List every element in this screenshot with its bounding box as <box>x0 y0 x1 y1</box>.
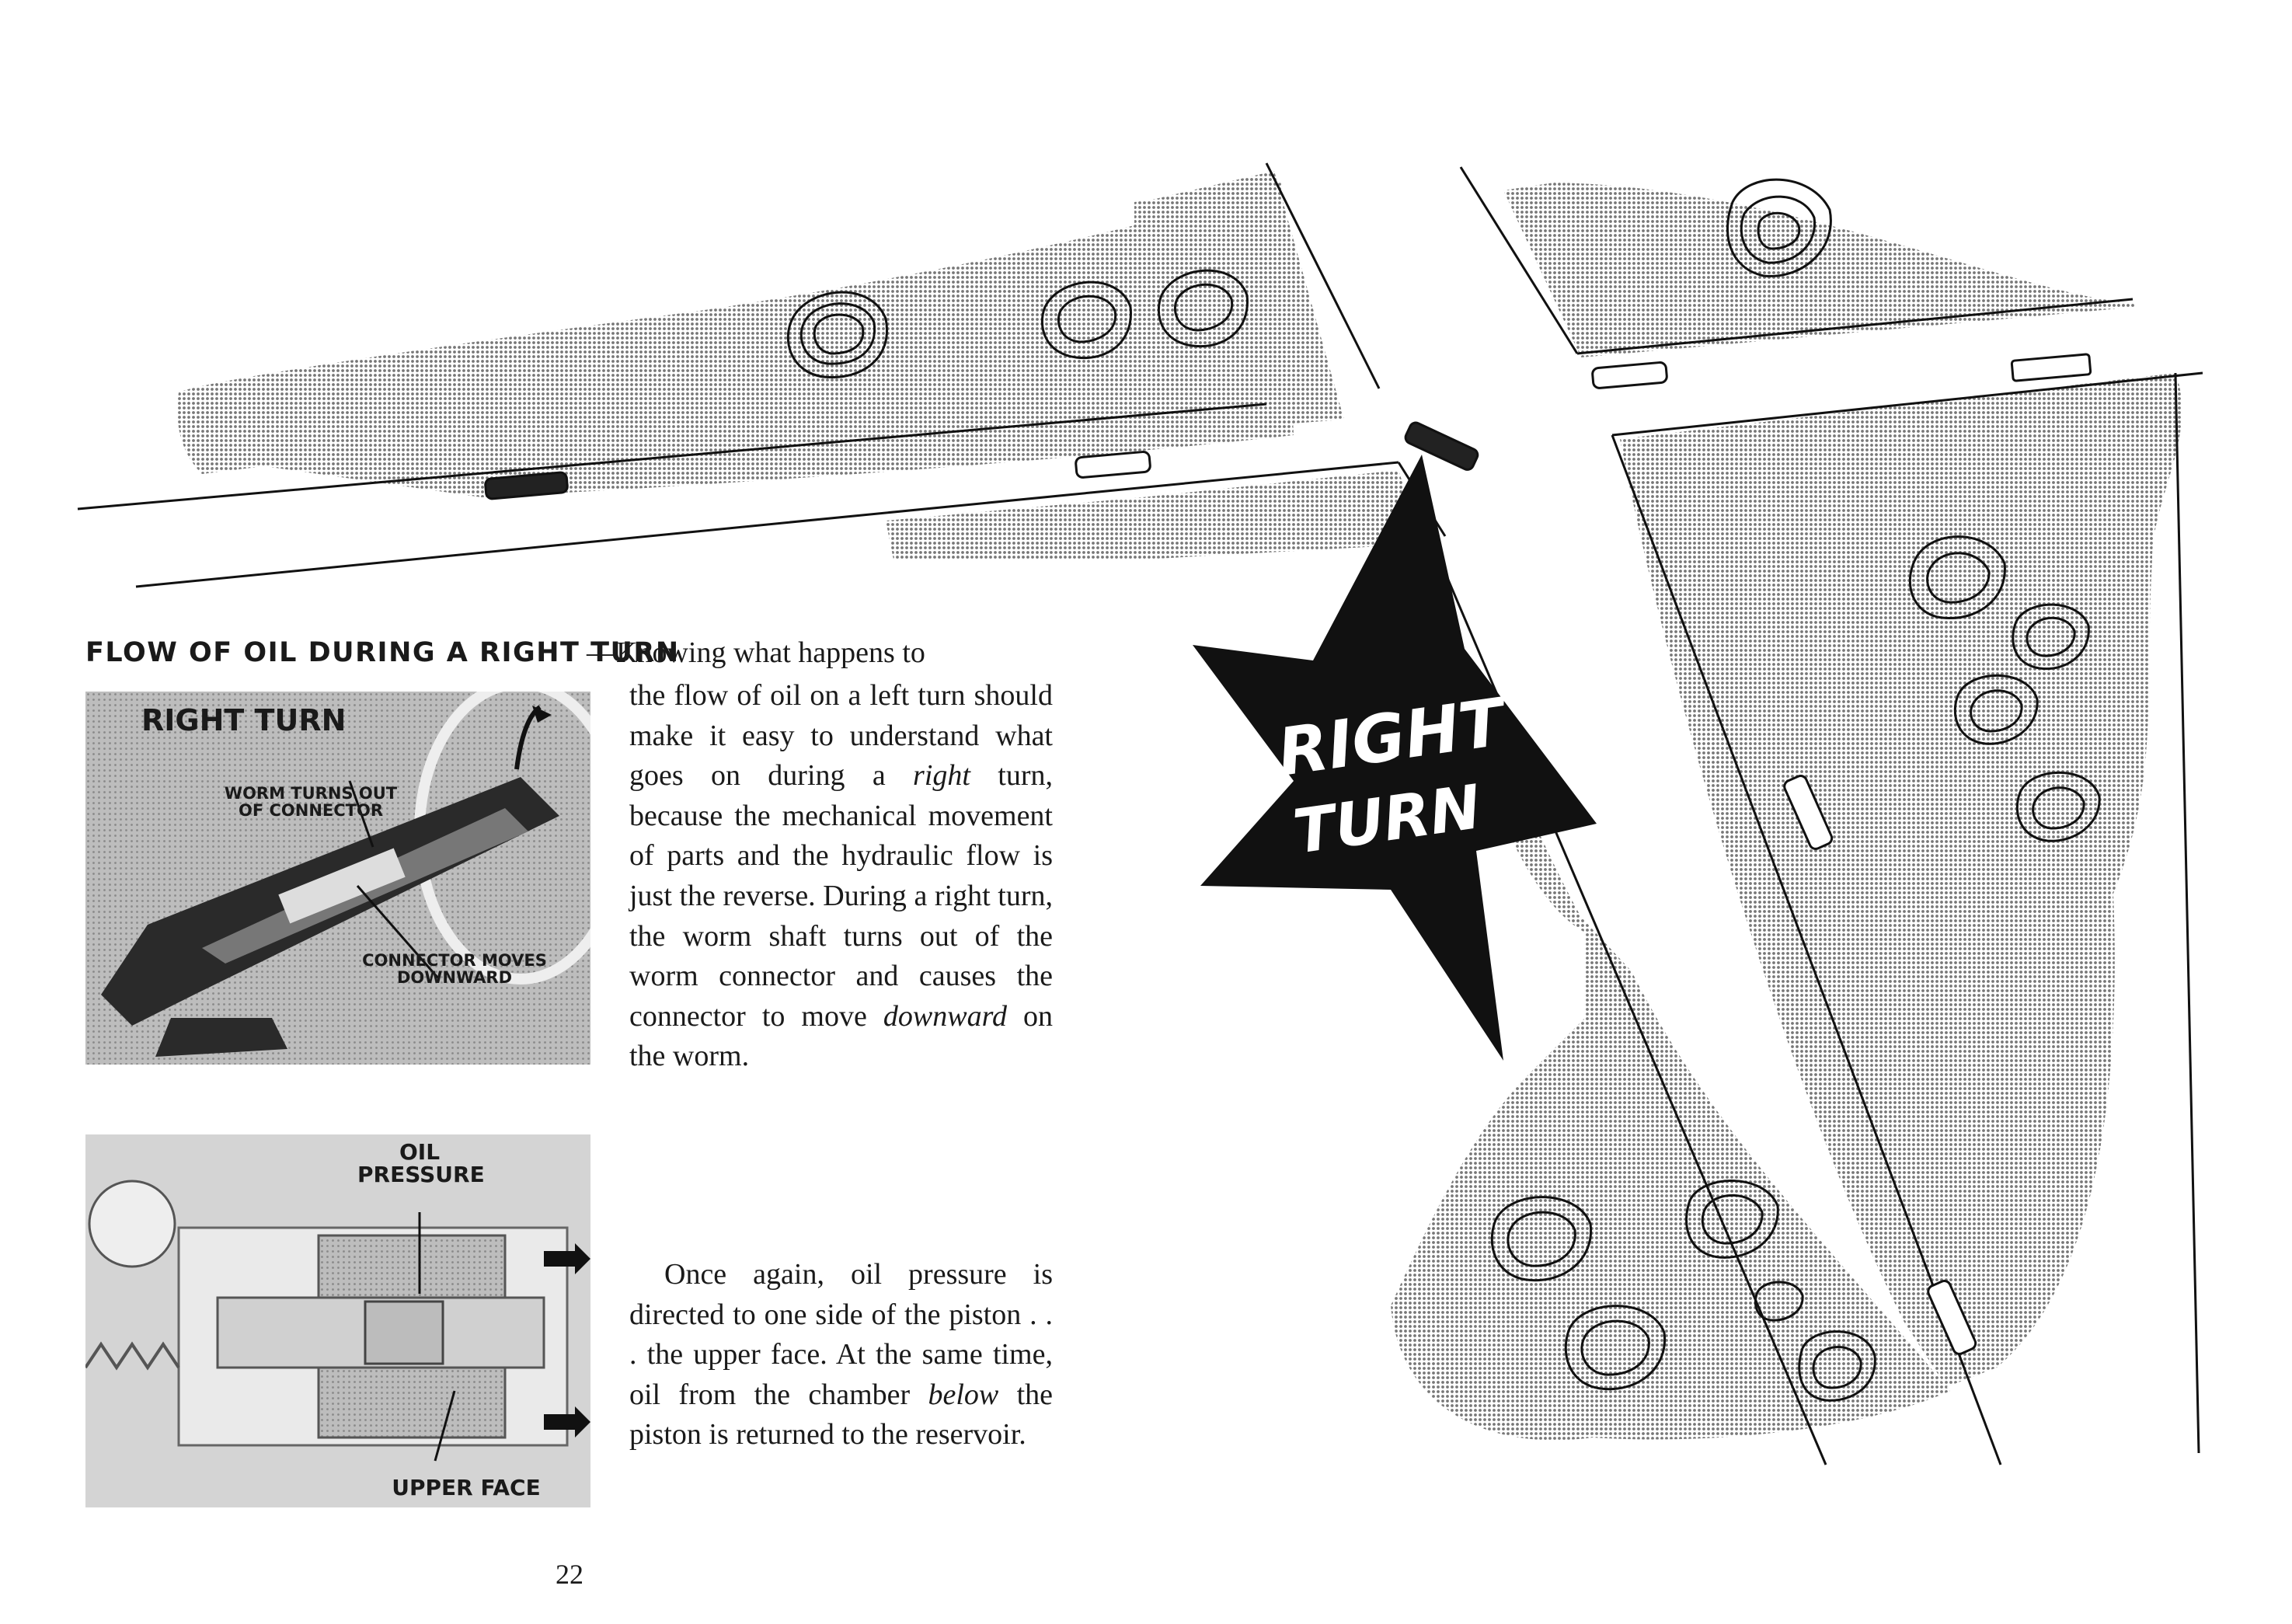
para2-text-a: Once again, oil pressure is directed to … <box>629 1258 1053 1411</box>
lawn-right <box>1620 373 2182 1387</box>
car <box>1075 451 1151 479</box>
lawn-top-middle <box>886 470 1422 559</box>
car <box>1927 1280 1977 1355</box>
para1-text-c: on the worm. <box>629 999 1053 1073</box>
para1-text-a: the flow of oil on a left turn should ma… <box>629 679 1053 793</box>
figure-oil-pressure-valve: OIL PRESSURE UPPER FACE <box>85 1134 590 1507</box>
label-worm-turns-out: WORM TURNS OUT OF CONNECTOR <box>224 784 398 821</box>
lawn-center-strip <box>1134 171 1344 435</box>
label-upper-face: UPPER FACE <box>392 1475 541 1500</box>
para2-text-b: the piston is returned to the reservoir. <box>629 1378 1053 1451</box>
section-heading: FLOW OF OIL DURING A RIGHT TURN <box>85 637 680 668</box>
right-turn-star: RIGHT TURN <box>1193 455 1597 1061</box>
truck <box>2010 353 2092 382</box>
car <box>1591 361 1668 389</box>
figure1-title: RIGHT TURN <box>141 703 347 737</box>
label-oil-pressure: OIL PRESSURE <box>357 1139 485 1188</box>
car <box>484 471 569 500</box>
paragraph-lead: —Knowing what happens to <box>587 636 925 669</box>
valve-cross-section <box>85 1134 590 1507</box>
steering-gear-drawing <box>85 692 590 1065</box>
figure-right-turn-steering: RIGHT TURN WORM TURNS OUT OF CONNECTOR C… <box>85 692 590 1065</box>
car <box>1404 421 1479 471</box>
paragraph-right-turn: the flow of oil on a left turn should ma… <box>629 676 1053 1077</box>
lawn-top-right <box>1503 183 2137 357</box>
paragraph-oil-pressure: Once again, oil pressure is directed to … <box>629 1255 1053 1455</box>
page-number: 22 <box>556 1559 583 1590</box>
label-connector-moves: CONNECTOR MOVES DOWNWARD <box>362 951 547 988</box>
cars <box>484 353 2092 1355</box>
para1-text-b: turn, because the mechanical movement of… <box>629 759 1053 1033</box>
car <box>1783 775 1834 850</box>
para2-emphasis-below: below <box>928 1378 999 1411</box>
trees <box>786 178 2101 1402</box>
lawn-top-left <box>177 183 1294 497</box>
para1-emphasis-right: right <box>913 759 970 793</box>
para1-emphasis-downward: downward <box>883 999 1007 1033</box>
